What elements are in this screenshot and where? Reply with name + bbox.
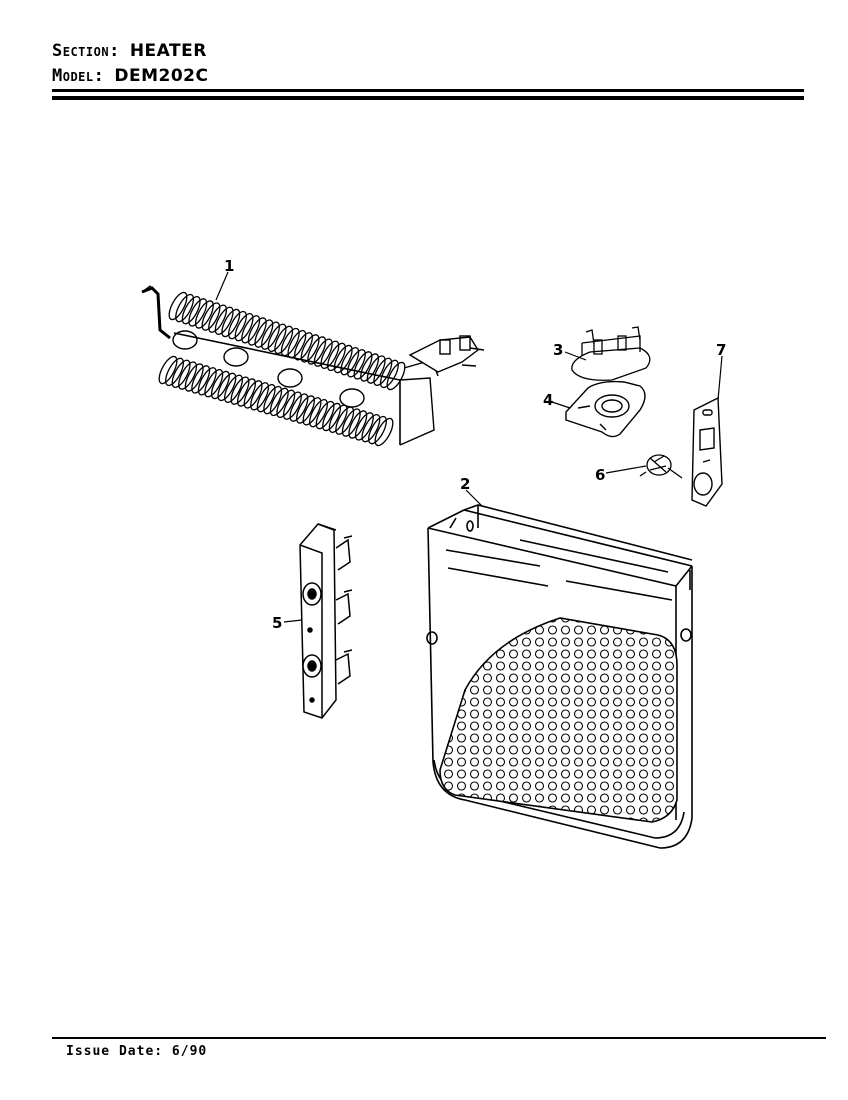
coil-turn — [224, 374, 243, 403]
leader-lines — [215, 271, 723, 623]
coil-turn — [241, 315, 261, 344]
coil-turn — [208, 304, 228, 333]
callout-7: 7 — [716, 341, 726, 359]
coil-turn — [263, 385, 283, 415]
coil-turn — [254, 319, 274, 348]
coil-turn — [269, 387, 289, 417]
coil-turn — [204, 369, 224, 398]
coil-turn — [261, 321, 280, 350]
coil-turn — [201, 302, 221, 331]
coil-turn — [282, 391, 302, 420]
coil-turn — [175, 293, 195, 323]
coil-turn — [274, 325, 294, 355]
coil-turn — [322, 402, 342, 432]
coil-turn — [348, 410, 368, 439]
callout-5: 5 — [272, 614, 282, 632]
coil-turn — [228, 310, 247, 340]
coil-turn — [313, 338, 333, 367]
coil-turn — [168, 291, 188, 321]
callout-2: 2 — [460, 475, 470, 493]
coil-turn — [346, 349, 366, 378]
heater-housing — [426, 504, 693, 849]
coil-turn — [302, 397, 322, 426]
thermostat-bracket — [565, 380, 646, 438]
callout-1: 1 — [224, 257, 234, 275]
mounting-plate — [691, 396, 723, 507]
coil-turn — [214, 306, 234, 335]
heating-element — [141, 285, 485, 447]
coil-turn — [379, 359, 399, 389]
coil-turn — [247, 317, 267, 346]
coil-turn — [178, 361, 198, 390]
section-label: Section: — [52, 41, 120, 61]
coil-turn — [353, 351, 373, 380]
coil-turn — [373, 357, 393, 386]
model-label: Model: — [52, 66, 105, 86]
section-heading: Section: HEATER — [52, 41, 207, 61]
coil-turn — [296, 395, 315, 424]
coil-turn — [171, 359, 191, 388]
coil-turn — [267, 323, 287, 352]
coil-turn — [188, 298, 208, 327]
coil-turn — [197, 367, 217, 396]
thermostat — [571, 326, 651, 381]
coil-turn — [315, 400, 335, 430]
coil-turn — [289, 393, 309, 422]
coil-turn — [194, 300, 214, 329]
coil-turn — [368, 415, 387, 445]
coil-turn — [307, 336, 327, 365]
coil-turn — [341, 408, 361, 437]
coil-turn — [374, 417, 394, 447]
coil-turn — [366, 355, 386, 384]
model-value: DEM202C — [114, 66, 209, 86]
thermal-fuse — [639, 454, 683, 479]
callout-4: 4 — [543, 391, 553, 409]
coil-turn — [276, 389, 296, 418]
coil-turn — [221, 308, 241, 338]
terminal-block — [299, 523, 353, 719]
coil-turn — [217, 372, 237, 402]
coil-turn — [386, 361, 406, 391]
coil-turn — [294, 332, 313, 361]
header-rule-bottom — [52, 96, 804, 100]
coil-turn — [191, 365, 211, 394]
coil-turn — [340, 347, 360, 376]
coil-turn — [230, 376, 250, 405]
callout-3: 3 — [553, 341, 563, 359]
coil-turn — [181, 296, 201, 325]
coil-turn — [210, 370, 230, 400]
coil-turn — [320, 340, 340, 369]
coil-turn — [300, 334, 320, 363]
model-heading: Model: DEM202C — [52, 66, 208, 86]
coil-turn — [237, 378, 256, 407]
coil-turn — [184, 363, 204, 392]
coil-turn — [158, 355, 178, 385]
coil-turn — [361, 414, 381, 443]
coil-turn — [360, 353, 380, 382]
coil-turn — [250, 382, 270, 411]
header-rule-top — [52, 89, 804, 92]
section-value: HEATER — [129, 41, 207, 61]
coil-turn — [354, 412, 374, 441]
footer-rule — [52, 1037, 826, 1039]
coil-turn — [327, 342, 346, 372]
coil-turn — [309, 399, 328, 428]
coil-turn — [165, 357, 184, 387]
coil-turn — [243, 380, 263, 409]
callout-6: 6 — [595, 466, 605, 484]
coil-turn — [333, 344, 353, 374]
issue-date: Issue Date: 6/90 — [66, 1044, 208, 1059]
coil-turn — [234, 313, 254, 342]
coil-turn — [256, 384, 276, 413]
